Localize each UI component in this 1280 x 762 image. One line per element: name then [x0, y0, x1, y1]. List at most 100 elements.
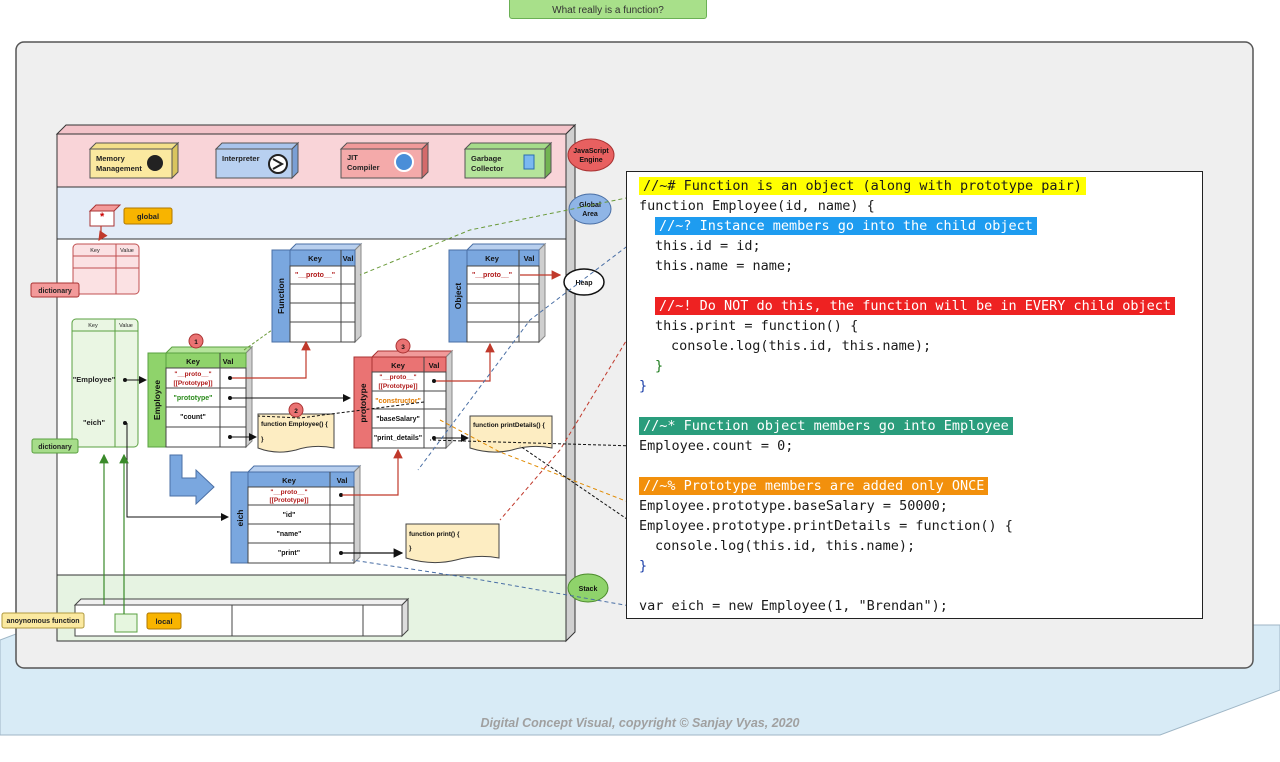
global-to-dict-arrow — [98, 226, 108, 241]
scope-dictionary: Key Value "Employee" "eich" dictionary — [31, 318, 139, 454]
svg-text:Key: Key — [282, 476, 297, 485]
svg-text:"Employee": "Employee" — [73, 375, 116, 384]
svg-text:Key: Key — [485, 254, 500, 263]
svg-text:"__proto__": "__proto__" — [270, 489, 307, 496]
svg-text:Val: Val — [524, 254, 535, 263]
garbage-collector-component: Garbage Collector — [463, 141, 553, 180]
svg-text:[[Prototype]]: [[Prototype]] — [174, 380, 213, 387]
stack-frame: local anoynomous function — [1, 597, 410, 638]
svg-text:Employee: Employee — [152, 380, 162, 420]
trash-icon — [523, 154, 535, 170]
code-line-13: //~* Function object members go into Emp… — [639, 416, 1013, 436]
prototype-proto-arrow — [436, 342, 495, 382]
code-line-9: console.log(this.id, this.name); — [671, 338, 932, 354]
jit-compiler-component: JIT Compiler — [339, 141, 430, 180]
svg-text:"print": "print" — [278, 550, 300, 557]
svg-text:Engine: Engine — [579, 157, 602, 164]
global-dictionary: Key Value dictionary — [30, 243, 140, 298]
stack-cloud: Stack — [567, 573, 609, 603]
object-table: Object Key Val "__proto__" — [448, 242, 547, 344]
svg-text:Key: Key — [391, 361, 406, 370]
svg-text:Collector: Collector — [471, 164, 504, 173]
interpreter-component: Interpreter — [214, 141, 300, 180]
code-line-17: Employee.prototype.baseSalary = 50000; — [639, 498, 948, 514]
leader-line-count — [429, 439, 637, 447]
code-line-1: //~# Function is an object (along with p… — [639, 176, 1086, 196]
svg-text:"baseSalary": "baseSalary" — [376, 416, 420, 423]
svg-text:Key: Key — [88, 323, 98, 329]
svg-text:"name": "name" — [277, 531, 302, 538]
code-line-7: //~! Do NOT do this, the function will b… — [655, 296, 1176, 316]
svg-text:Key: Key — [186, 357, 201, 366]
svg-text:Management: Management — [96, 164, 142, 173]
svg-text:"constructor": "constructor" — [375, 398, 421, 405]
title-tab: What really is a function? — [509, 0, 707, 19]
svg-text:1: 1 — [194, 339, 198, 346]
copyright-footer: Digital Concept Visual, copyright © Sanj… — [480, 716, 800, 730]
svg-text:local: local — [155, 617, 172, 626]
svg-text:Value: Value — [119, 323, 133, 329]
brain-icon — [147, 155, 163, 171]
svg-text:"print_details": "print_details" — [374, 435, 422, 442]
code-line-8: this.print = function() { — [655, 318, 859, 334]
svg-text:Val: Val — [343, 254, 354, 263]
svg-text:3: 3 — [401, 344, 405, 351]
svg-text:Global: Global — [579, 202, 601, 209]
svg-text:anoynomous function: anoynomous function — [6, 618, 79, 625]
constructor-dashed-arrow — [257, 401, 425, 419]
code-line-20: } — [639, 558, 648, 574]
svg-text:"prototype": "prototype" — [174, 395, 213, 402]
gear-icon — [394, 152, 414, 172]
memory-management-component: Memory Management — [88, 141, 180, 180]
svg-text:function Employee() {: function Employee() { — [261, 421, 328, 428]
code-line-22: var eich = new Employee(1, "Brendan"); — [639, 598, 948, 614]
code-panel: //~# Function is an object (along with p… — [626, 171, 1203, 619]
svg-text:Area: Area — [582, 211, 598, 218]
interpreter-icon — [268, 154, 288, 174]
svg-text:"__proto__": "__proto__" — [379, 374, 416, 381]
leader-line-print — [499, 317, 641, 521]
global-area-cloud: Global Area — [568, 193, 612, 225]
code-line-11: } — [639, 378, 648, 394]
svg-text:function printDetails() {: function printDetails() { — [473, 422, 545, 429]
svg-text:"id": "id" — [283, 512, 296, 519]
leader-line-stack — [351, 559, 637, 608]
svg-text:Object: Object — [453, 283, 463, 310]
svg-text:prototype: prototype — [358, 383, 368, 422]
svg-text:Heap: Heap — [575, 280, 592, 287]
svg-text:Val: Val — [429, 361, 440, 370]
eich-proto-arrow — [342, 448, 403, 496]
function-table: Function Key Val "__proto__" — [271, 242, 363, 344]
svg-text:eich: eich — [235, 509, 245, 526]
svg-text:dictionary: dictionary — [38, 444, 72, 451]
leader-line-details — [519, 445, 641, 529]
svg-text:dictionary: dictionary — [38, 288, 72, 295]
svg-text:Compiler: Compiler — [347, 163, 380, 172]
print-function-note: function print() { } — [405, 523, 500, 564]
svg-text:[[Prototype]]: [[Prototype]] — [379, 383, 418, 390]
svg-text:JavaScript: JavaScript — [573, 148, 609, 155]
svg-text:Value: Value — [120, 248, 134, 254]
svg-text:"eich": "eich" — [83, 418, 106, 427]
svg-text:Interpreter: Interpreter — [222, 154, 260, 163]
code-line-14: Employee.count = 0; — [639, 438, 794, 454]
svg-text:Garbage: Garbage — [471, 154, 501, 163]
svg-text:"__proto__": "__proto__" — [472, 272, 512, 279]
code-line-4: this.id = id; — [655, 238, 761, 254]
svg-text:function print() {: function print() { — [409, 531, 460, 538]
svg-text:Memory: Memory — [96, 154, 126, 163]
svg-text:"__proto__": "__proto__" — [174, 371, 211, 378]
svg-text:Key: Key — [308, 254, 323, 263]
svg-text:JIT: JIT — [347, 153, 358, 162]
svg-text:"count": "count" — [180, 414, 206, 421]
code-line-3: //~? Instance members go into the child … — [655, 216, 1037, 236]
svg-text:Val: Val — [223, 357, 234, 366]
svg-text:2: 2 — [294, 408, 298, 415]
svg-text:Stack: Stack — [579, 586, 598, 593]
title-text: What really is a function? — [552, 5, 664, 16]
prototype-table: prototype Key Val "__proto__" [[Prototyp… — [353, 338, 454, 450]
employee-function-note: function Employee() { } 2 — [257, 402, 335, 453]
leader-line-global — [359, 195, 637, 276]
code-line-18: Employee.prototype.printDetails = functi… — [639, 518, 1013, 534]
